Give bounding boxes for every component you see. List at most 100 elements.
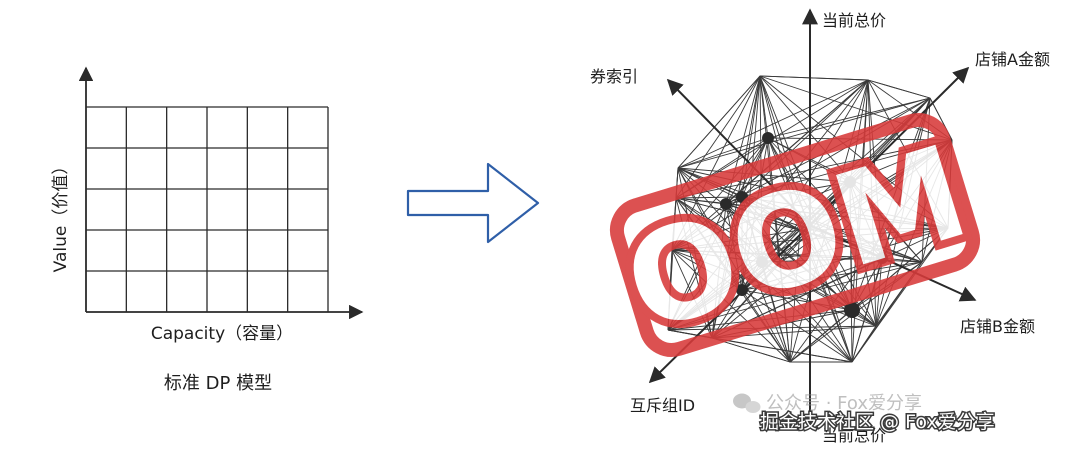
state-edge <box>677 97 931 169</box>
y-axis-label: Value（价值） <box>51 158 71 273</box>
state-edge <box>789 309 853 363</box>
state-edge <box>671 75 761 251</box>
oom-stamp: OOM <box>602 110 991 369</box>
state-edge <box>667 249 673 331</box>
state-edge <box>759 75 953 141</box>
state-edge <box>671 249 743 291</box>
state-edge <box>741 261 923 291</box>
state-edge <box>761 257 883 263</box>
state-edge <box>881 257 923 263</box>
axis-upper-right <box>809 66 970 226</box>
axis-label-bottom: 当前总价 <box>822 426 886 445</box>
state-edge <box>741 196 949 229</box>
state-edge <box>741 79 869 291</box>
state-edge <box>677 79 869 169</box>
state-edge <box>741 196 801 231</box>
state-edge <box>875 139 953 327</box>
state-edge <box>851 97 931 311</box>
state-edge <box>711 203 727 339</box>
dp-grid <box>86 106 329 312</box>
state-node <box>844 302 860 318</box>
state-edge <box>741 196 923 263</box>
axis-label-upper-left: 券索引 <box>590 67 638 86</box>
state-edge <box>759 75 869 81</box>
state-edge <box>851 257 883 363</box>
state-edge <box>759 75 949 229</box>
state-edge <box>741 139 953 198</box>
transition-arrow-icon <box>406 162 540 244</box>
state-edge <box>759 75 769 139</box>
state-edge <box>759 75 853 311</box>
axis-upper-left <box>666 78 811 226</box>
axis-lower-right <box>809 224 977 302</box>
state-node <box>736 284 748 296</box>
state-edge <box>675 197 801 231</box>
x-axis-label: Capacity（容量） <box>151 324 293 344</box>
state-edge <box>675 197 743 291</box>
state-edge <box>725 203 949 229</box>
state-node <box>844 176 856 188</box>
state-edge <box>759 75 923 263</box>
state-edge <box>725 203 801 231</box>
axis-label-upper-right: 店铺A金额 <box>975 50 1050 69</box>
axis-label-top: 当前总价 <box>822 11 886 30</box>
state-edge <box>849 181 877 327</box>
state-edge <box>671 197 677 251</box>
state-edge <box>667 203 727 331</box>
state-edge <box>671 137 769 251</box>
state-edge <box>867 79 949 229</box>
state-edge <box>675 139 953 199</box>
state-edge <box>741 196 763 263</box>
state-edge <box>675 196 743 199</box>
state-edge <box>725 203 791 363</box>
state-edge <box>671 249 791 363</box>
state-edge <box>675 197 791 363</box>
state-edge <box>867 79 931 99</box>
state-edge <box>741 196 853 363</box>
state-edge <box>789 229 801 363</box>
wechat-icon <box>733 393 761 413</box>
state-node <box>720 198 732 210</box>
state-edge <box>741 196 853 311</box>
state-edge <box>849 181 853 311</box>
juejin-watermark-text: 掘金技术社区 @ Fox爱分享 <box>760 411 995 433</box>
wechat-watermark-text: 公众号 · Fox爱分享 <box>766 393 922 414</box>
state-edge <box>849 181 883 259</box>
state-edge <box>677 137 769 169</box>
state-edge <box>849 181 923 263</box>
state-edge <box>725 203 743 291</box>
state-edge <box>675 197 763 263</box>
state-edge <box>799 227 949 231</box>
state-edge <box>849 139 953 183</box>
state-edge <box>867 79 883 259</box>
state-edge <box>671 229 801 251</box>
state-edge <box>741 289 853 363</box>
axis-label-lower-right: 店铺B金额 <box>960 317 1035 336</box>
state-edge <box>799 229 877 327</box>
state-edge <box>671 249 713 339</box>
wechat-watermark: 公众号 · Fox爱分享 <box>733 393 922 414</box>
left-caption: 标准 DP 模型 <box>164 373 272 394</box>
state-edge <box>667 229 801 331</box>
state-edge <box>799 229 883 259</box>
state-edge <box>725 203 763 263</box>
state-edge <box>667 181 851 331</box>
state-edge <box>675 75 761 199</box>
axis-label-lower-left: 互斥组ID <box>630 396 695 415</box>
state-edge <box>741 229 801 291</box>
state-node <box>756 256 768 268</box>
state-edge <box>677 167 851 183</box>
state-space-diagram: 当前总价 券索引 店铺A金额 店铺B金额 互斥组ID 当前总价 OOM <box>590 8 1050 445</box>
state-edge <box>767 137 791 363</box>
dp-grid-diagram: Value（价值） Capacity（容量） 标准 DP 模型 <box>51 66 364 394</box>
state-edge <box>671 249 877 327</box>
state-node <box>762 132 774 144</box>
state-edge <box>675 197 853 311</box>
state-edge <box>851 325 877 363</box>
state-edge <box>675 197 713 339</box>
state-edge <box>675 197 727 205</box>
state-edge <box>711 196 743 339</box>
state-edge <box>741 75 761 291</box>
